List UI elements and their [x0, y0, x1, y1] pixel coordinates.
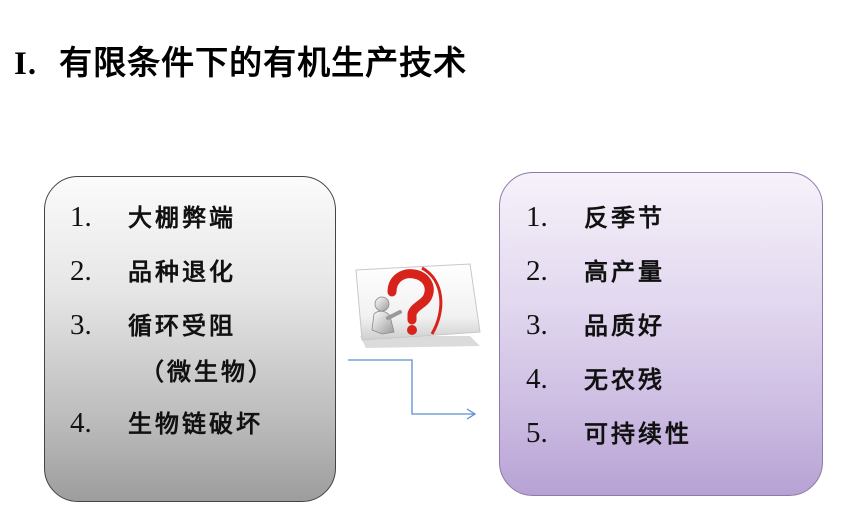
list-item: 2. 高产量 — [526, 244, 692, 298]
item-text: 品种退化 — [128, 258, 236, 286]
list-item: 5. 可持续性 — [526, 406, 692, 460]
list-item: 3. 循环受阻 （微生物） — [70, 298, 275, 396]
list-item: 2. 品种退化 — [70, 244, 275, 298]
item-text: 反季节 — [584, 204, 665, 232]
item-text: 高产量 — [584, 258, 665, 286]
list-item: 1. 大棚弊端 — [70, 190, 275, 244]
item-number: 3. — [526, 309, 548, 341]
question-mark-figure-icon — [355, 263, 481, 348]
list-item: 1. 反季节 — [526, 190, 692, 244]
connector-arrow-icon — [348, 359, 477, 420]
slide-title: I. 有限条件下的有机生产技术 — [14, 36, 467, 84]
item-number: 4. — [526, 363, 548, 395]
problems-box — [44, 176, 336, 502]
item-number: 5. — [526, 417, 548, 449]
item-subtext: （微生物） — [140, 358, 275, 386]
title-text: 有限条件下的有机生产技术 — [59, 43, 468, 82]
item-text: 循环受阻 — [128, 312, 236, 340]
title-number: I. — [14, 46, 38, 82]
benefits-list: 1. 反季节 2. 高产量 3. 品质好 4. 无农残 5. 可持续性 — [526, 190, 692, 460]
list-item: 3. 品质好 — [526, 298, 692, 352]
item-number: 1. — [70, 201, 92, 233]
item-text: 生物链破坏 — [128, 410, 263, 438]
item-number: 2. — [70, 255, 92, 287]
item-text: 大棚弊端 — [128, 204, 236, 232]
item-text: 品质好 — [584, 312, 665, 340]
list-item: 4. 生物链破坏 — [70, 396, 275, 450]
item-number: 3. — [70, 309, 92, 341]
item-text: 无农残 — [584, 366, 665, 394]
item-number: 4. — [70, 407, 92, 439]
item-number: 2. — [526, 255, 548, 287]
item-text: 可持续性 — [584, 420, 692, 448]
problems-list: 1. 大棚弊端 2. 品种退化 3. 循环受阻 （微生物） 4. 生物链破坏 — [70, 190, 275, 450]
list-item: 4. 无农残 — [526, 352, 692, 406]
benefits-box — [499, 172, 823, 496]
item-number: 1. — [526, 201, 548, 233]
